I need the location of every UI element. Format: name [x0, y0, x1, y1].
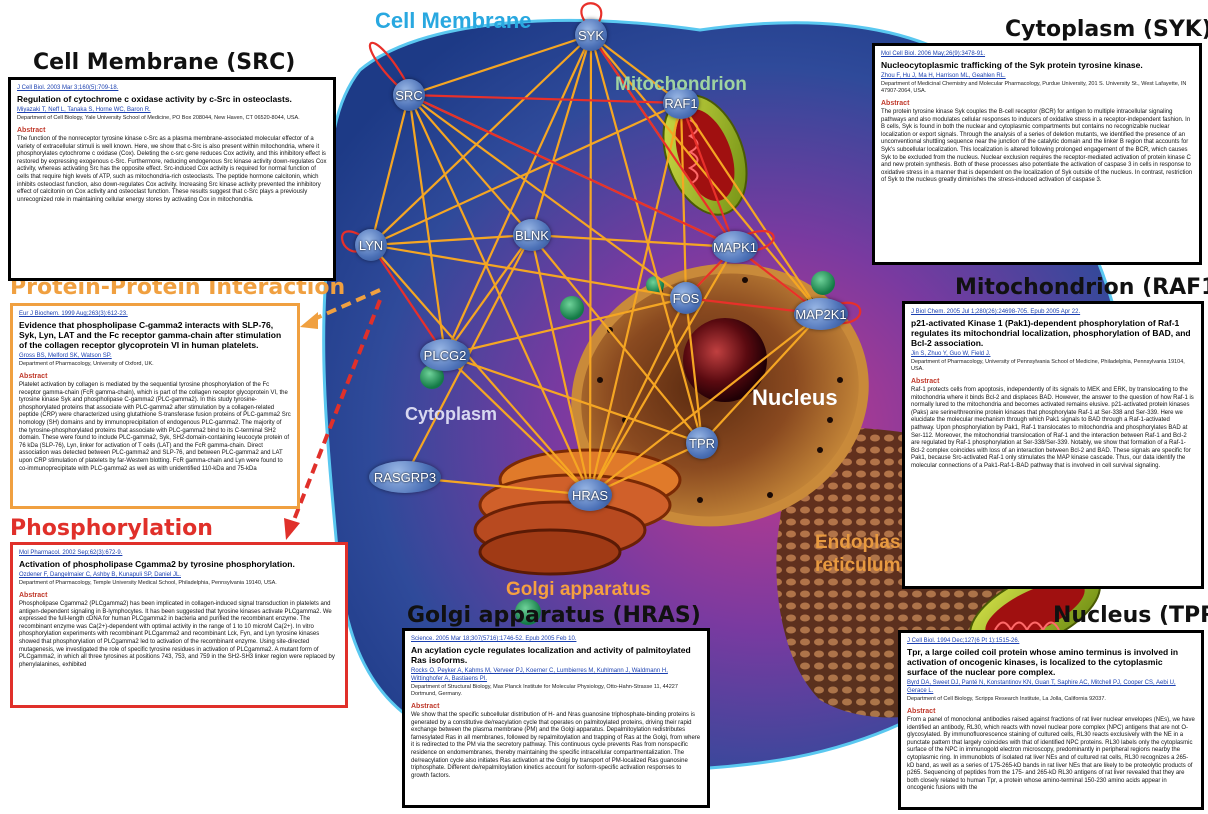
card-hras-abstract-label: Abstract [411, 703, 440, 710]
card-raf1: J Biol Chem. 2005 Jul 1;280(26):24698-70… [902, 301, 1204, 589]
label-nucleus: Nucleus [752, 385, 838, 410]
card-tpr-cite[interactable]: J Cell Biol. 1994 Dec;127(6 Pt 1):1515-2… [907, 638, 1020, 644]
card-syk-authors[interactable]: Zhou F, Hu J, Ma H, Harrison ML, Geahlen… [881, 73, 1006, 79]
card-tpr-title: Tpr, a large coiled coil protein whose a… [907, 647, 1179, 677]
card-phospho-affil: Department of Pharmacology, Temple Unive… [19, 580, 277, 586]
label-golgi: Golgi apparatus [506, 579, 651, 600]
card-raf1-affil: Department of Pharmacology, University o… [911, 359, 1185, 372]
ppi-arrow [311, 288, 381, 322]
card-src-cite[interactable]: J Cell Biol. 2003 Mar 3;160(5):709-18. [17, 85, 119, 91]
node-blnk[interactable]: BLNK [513, 219, 551, 251]
node-tpr[interactable]: TPR [686, 427, 718, 459]
node-map2k1[interactable]: MAP2K1 [794, 298, 848, 330]
card-ppi-cite[interactable]: Eur J Biochem. 1999 Aug;263(3):612-23. [19, 311, 128, 317]
node-fos[interactable]: FOS [670, 282, 702, 314]
mitochondrion-top [662, 94, 748, 216]
card-ppi-abstract: Platelet activation by collagen is media… [19, 382, 291, 472]
region-title-src: Cell Membrane (SRC) [33, 50, 296, 75]
card-raf1-cite[interactable]: J Biol Chem. 2005 Jul 1;280(26):24698-70… [911, 309, 1081, 315]
card-phospho-abstract-label: Abstract [19, 592, 48, 599]
card-raf1-abstract: Raf-1 protects cells from apoptosis, ind… [911, 387, 1194, 469]
card-tpr-abstract-label: Abstract [907, 708, 936, 715]
region-title-tpr: Nucleus (TPR) [1053, 603, 1208, 628]
card-ppi: Eur J Biochem. 1999 Aug;263(3):612-23. E… [10, 303, 300, 509]
card-hras-cite[interactable]: Science. 2005 Mar 18;307(5716):1746-52. … [411, 636, 577, 642]
card-ppi-authors[interactable]: Gross BS, Melford SK, Watson SP. [19, 353, 112, 359]
node-syk[interactable]: SYK [575, 19, 607, 51]
card-ppi-title: Evidence that phospholipase C-gamma2 int… [19, 320, 282, 350]
card-hras: Science. 2005 Mar 18;307(5716):1746-52. … [402, 628, 710, 808]
card-src: J Cell Biol. 2003 Mar 3;160(5):709-18. R… [8, 77, 336, 281]
label-cytoplasm: Cytoplasm [405, 404, 498, 424]
card-phospho-cite[interactable]: Mol Pharmacol. 2002 Sep;62(3):672-9. [19, 550, 123, 556]
card-raf1-title: p21-activated Kinase 1 (Pak1)-dependent … [911, 318, 1191, 348]
card-syk-title: Nucleocytoplasmic trafficking of the Syk… [881, 60, 1143, 70]
region-title-phospho: Phosphorylation [10, 516, 213, 541]
card-ppi-affil: Department of Pharmacology, University o… [19, 361, 154, 367]
label-mitochondrion: Mitochondrion [615, 74, 747, 95]
phospho-arrow [290, 299, 382, 526]
node-hras[interactable]: HRAS [568, 479, 612, 511]
card-tpr-authors[interactable]: Byrd DA, Sweet DJ, Panté N, Konstantinov… [907, 680, 1176, 694]
card-raf1-abstract-label: Abstract [911, 378, 940, 385]
region-title-hras: Golgi apparatus (HRAS) [407, 603, 701, 628]
node-lyn[interactable]: LYN [355, 229, 387, 261]
region-title-syk: Cytoplasm (SYK) [1005, 17, 1208, 42]
card-syk: Mol Cell Biol. 2006 May;26(9):3478-91. N… [872, 43, 1202, 265]
node-src[interactable]: SRC [393, 79, 425, 111]
card-raf1-authors[interactable]: Jin S, Zhuo Y, Guo W, Field J. [911, 351, 991, 357]
node-raf1[interactable]: RAF1 [663, 87, 699, 119]
phospho-arrowhead [284, 518, 300, 540]
card-syk-abstract-label: Abstract [881, 100, 910, 107]
region-title-raf1: Mitochondrion (RAF1) [955, 275, 1208, 300]
card-hras-authors[interactable]: Rocks O, Peyker A, Kahms M, Verveer PJ, … [411, 668, 668, 682]
card-hras-abstract: We show that the specific subcellular di… [411, 712, 701, 779]
card-phospho-title: Activation of phospholipase Cgamma2 by t… [19, 559, 295, 569]
card-tpr-affil: Department of Cell Biology, Scripps Rese… [907, 696, 1106, 702]
node-mapk1[interactable]: MAPK1 [712, 231, 758, 263]
card-phospho-authors[interactable]: Ozdener F, Dangelmaier C, Ashby B, Kunap… [19, 572, 181, 578]
card-syk-affil: Department of Medicinal Chemistry and Mo… [881, 81, 1187, 94]
card-syk-abstract: The protein tyrosine kinase Syk couples … [881, 109, 1193, 184]
card-phospho-abstract: Phospholipase Cgamma2 (PLCgamma2) has be… [19, 601, 335, 668]
card-src-abstract-label: Abstract [17, 127, 46, 134]
card-phospho: Mol Pharmacol. 2002 Sep;62(3):672-9. Act… [10, 542, 348, 708]
card-tpr: J Cell Biol. 1994 Dec;127(6 Pt 1):1515-2… [898, 630, 1204, 810]
card-src-abstract: The function of the nonreceptor tyrosine… [17, 136, 327, 203]
node-plcg2[interactable]: PLCG2 [420, 339, 470, 371]
card-src-affil: Department of Cell Biology, Yale Univers… [17, 115, 300, 121]
card-hras-affil: Department of Structural Biology, Max Pl… [411, 684, 678, 697]
card-tpr-abstract: From a panel of monoclonal antibodies ra… [907, 717, 1195, 792]
card-src-title: Regulation of cytochrome c oxidase activ… [17, 94, 292, 104]
card-src-authors[interactable]: Miyazaki T, Neff L, Tanaka S, Horne WC, … [17, 107, 151, 113]
node-rasgrp3[interactable]: RASGRP3 [369, 461, 441, 493]
card-hras-title: An acylation cycle regulates localizatio… [411, 645, 691, 665]
card-syk-cite[interactable]: Mol Cell Biol. 2006 May;26(9):3478-91. [881, 51, 986, 57]
ppi-arrowhead [300, 312, 318, 329]
card-ppi-abstract-label: Abstract [19, 373, 48, 380]
label-cell-membrane: Cell Membrane [375, 8, 532, 33]
